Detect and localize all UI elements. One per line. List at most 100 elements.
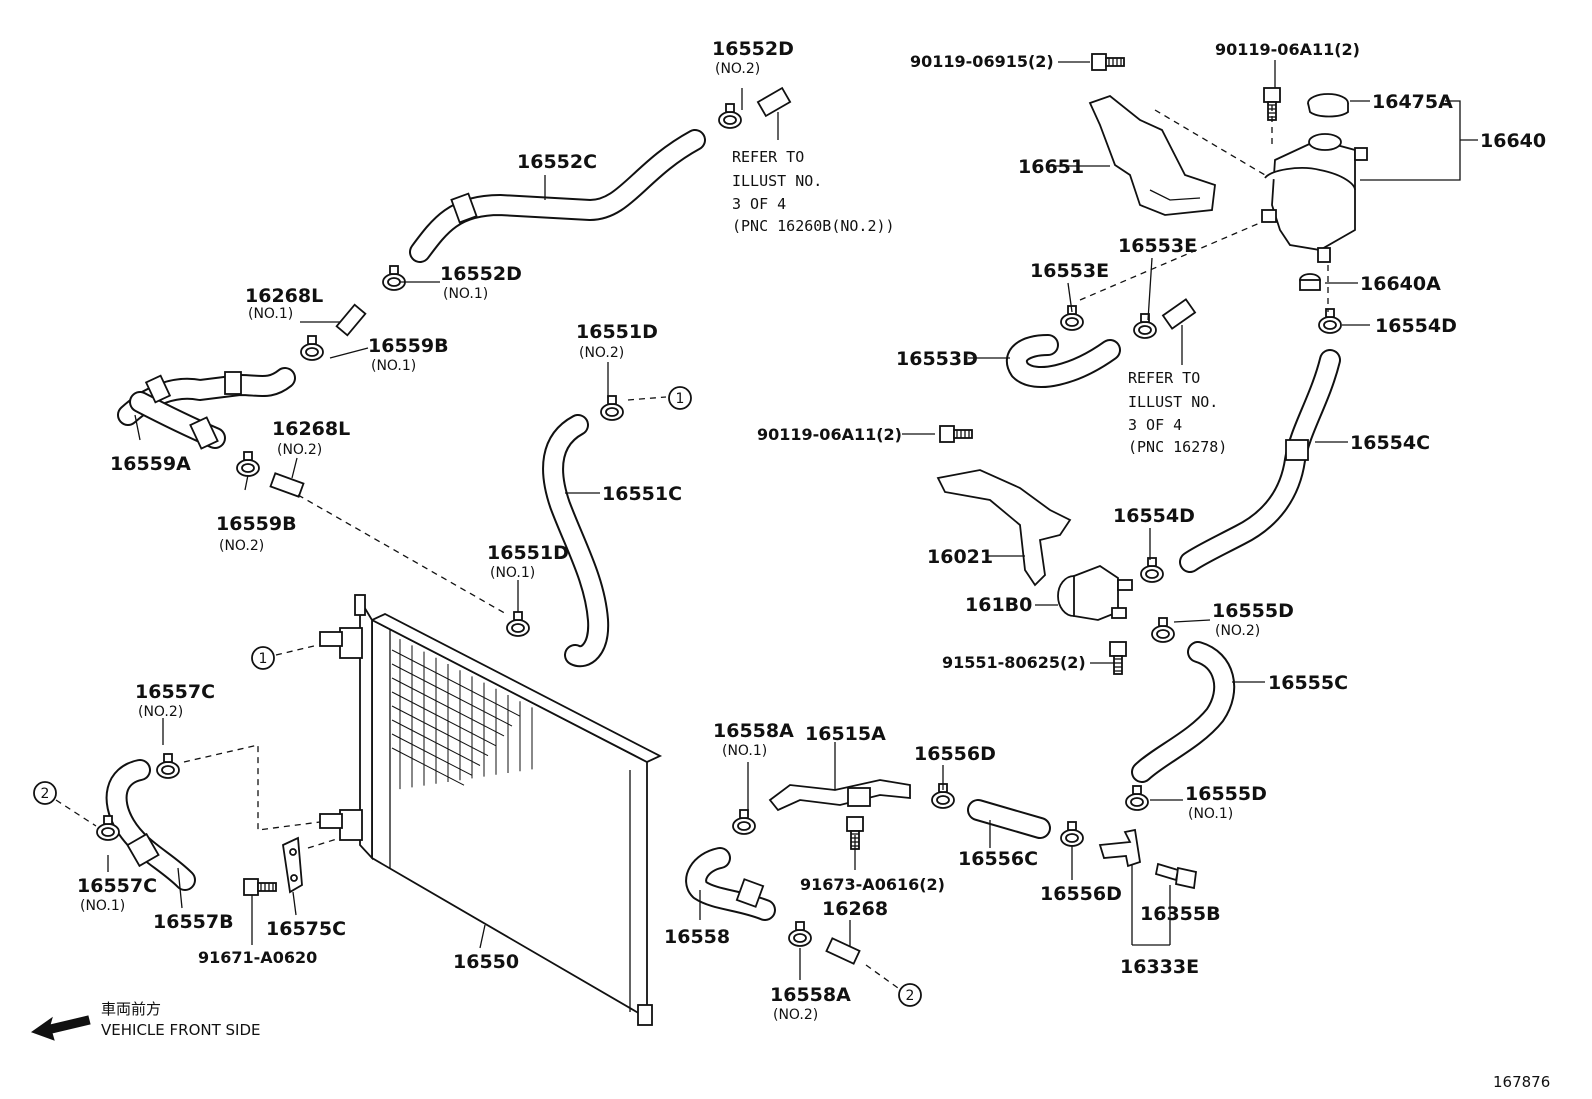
label-16556D-bottom: 16556D <box>1040 883 1122 905</box>
label-16552D-no2: 16552D <box>712 38 794 60</box>
label-16550: 16550 <box>453 951 519 973</box>
svg-text:3 OF 4: 3 OF 4 <box>732 195 786 213</box>
front-arrow-icon <box>30 1015 91 1041</box>
clamp-16558A-no1[interactable] <box>732 809 756 835</box>
sub-16268L-no1: (NO.1) <box>248 306 293 322</box>
clamp-16558A-no2[interactable] <box>788 921 812 947</box>
clamp-16554D-mid[interactable] <box>1140 557 1164 583</box>
reservoir-tank-16640[interactable] <box>1261 133 1368 263</box>
label-16575C: 16575C <box>266 918 346 940</box>
label-16554D-mid: 16554D <box>1113 505 1195 527</box>
grommet-16640A[interactable] <box>1299 273 1321 291</box>
sub-16552D-no1: (NO.1) <box>443 286 488 302</box>
connector-16268[interactable] <box>825 937 861 965</box>
hose-16551C[interactable] <box>542 414 610 668</box>
label-16554D-top: 16554D <box>1375 315 1457 337</box>
radiator-16550[interactable] <box>319 594 663 1026</box>
label-16556C: 16556C <box>958 848 1038 870</box>
label-16557B: 16557B <box>153 911 234 933</box>
bolt-90119-06A11-mid[interactable] <box>939 425 973 443</box>
bolt-90119-06915[interactable] <box>1091 53 1125 71</box>
clamp-16555D-no2[interactable] <box>1151 617 1175 643</box>
sub-16555D-no1: (NO.1) <box>1188 806 1233 822</box>
label-16555D-no2: 16555D <box>1212 600 1294 622</box>
connector-16268L-no1[interactable] <box>335 303 367 337</box>
hose-16554C[interactable] <box>1179 349 1341 573</box>
hose-16558[interactable] <box>685 847 776 921</box>
marker-1-radiator: 1 <box>251 646 275 670</box>
clamp-16552D-no1[interactable] <box>382 265 406 291</box>
clamp-16551D-no1[interactable] <box>506 611 530 637</box>
label-16552D-no1: 16552D <box>440 263 522 285</box>
clamp-16551D-no2[interactable] <box>600 395 624 421</box>
clamp-16553E-right[interactable] <box>1133 313 1157 339</box>
label-16553E-left: 16553E <box>1030 260 1109 282</box>
sub-16559B-no2: (NO.2) <box>219 538 264 554</box>
bracket-16651[interactable] <box>1088 94 1216 216</box>
svg-text:1: 1 <box>259 651 268 667</box>
label-16552C: 16552C <box>517 151 597 173</box>
pipe-stub-16552D-ref <box>756 86 792 118</box>
svg-text:ILLUST NO.: ILLUST NO. <box>1128 393 1218 411</box>
svg-text:1: 1 <box>676 391 685 407</box>
label-16640: 16640 <box>1480 130 1546 152</box>
clamp-16559B-no1[interactable] <box>300 335 324 361</box>
marker-2-left: 2 <box>33 781 57 805</box>
label-16555D-no1: 16555D <box>1185 783 1267 805</box>
bolt-91673-A0616[interactable] <box>846 816 864 850</box>
label-91671-A0620: 91671-A0620 <box>198 948 317 967</box>
clamp-16555D-no1[interactable] <box>1125 785 1149 811</box>
clamp-16553E-left[interactable] <box>1060 305 1084 331</box>
clamp-16559B-no2[interactable] <box>236 451 260 477</box>
tee-fitting-16333E[interactable] <box>1098 828 1142 868</box>
bracket-16575C[interactable] <box>282 836 303 894</box>
clamp-16557C-no1[interactable] <box>96 815 120 841</box>
label-16558A-no1: 16558A <box>713 720 794 742</box>
bracket-16021[interactable] <box>936 469 1072 587</box>
label-16556D-top: 16556D <box>914 743 996 765</box>
part-labels: 16552D (NO.2) 16552C 16552D (NO.1) 16268… <box>77 38 1546 1023</box>
bolt-91671-A0620[interactable] <box>243 878 277 896</box>
label-16557C-no1: 16557C <box>77 875 157 897</box>
reservoir-cap-16475A[interactable] <box>1307 93 1349 118</box>
label-16553D: 16553D <box>896 348 978 370</box>
sub-16268L-no2: (NO.2) <box>277 442 322 458</box>
sub-16551D-no2: (NO.2) <box>579 345 624 361</box>
bolt-90119-06A11-top[interactable] <box>1263 87 1281 121</box>
clamp-16552D-no2[interactable] <box>718 103 742 129</box>
hose-16556C[interactable] <box>967 799 1051 839</box>
clamp-16557C-no2[interactable] <box>156 753 180 779</box>
label-91551-80625: 91551-80625(2) <box>942 653 1086 672</box>
label-91673-A0616: 91673-A0616(2) <box>800 875 945 894</box>
hose-16553D[interactable] <box>1005 334 1121 388</box>
hose-16557B[interactable] <box>105 759 196 891</box>
sub-16555D-no2: (NO.2) <box>1215 623 1260 639</box>
svg-text:REFER TO: REFER TO <box>1128 369 1200 387</box>
electric-water-pump-161B0[interactable] <box>1057 564 1133 621</box>
connector-16268L-no2[interactable] <box>269 472 305 498</box>
hose-16555C[interactable] <box>1131 641 1236 783</box>
pipe-stub-16553E-ref <box>1161 298 1197 330</box>
svg-text:2: 2 <box>41 786 50 802</box>
label-16559A: 16559A <box>110 453 191 475</box>
clamp-16556D-bottom[interactable] <box>1060 821 1084 847</box>
svg-text:(PNC 16278): (PNC 16278) <box>1128 438 1227 456</box>
bolt-91551-80625[interactable] <box>1109 641 1127 675</box>
hose-16552C[interactable] <box>409 129 706 263</box>
label-16551D-no1: 16551D <box>487 542 569 564</box>
label-16559B-no2: 16559B <box>216 513 297 535</box>
label-16651: 16651 <box>1018 156 1084 178</box>
dashed-connections <box>55 105 1329 989</box>
label-16553E-right: 16553E <box>1118 235 1197 257</box>
drain-cock-16355B[interactable] <box>1154 862 1197 890</box>
label-16555C: 16555C <box>1268 672 1348 694</box>
pipe-16515A[interactable] <box>768 779 911 812</box>
label-16559B-no1: 16559B <box>368 335 449 357</box>
sub-16552D-no2: (NO.2) <box>715 61 760 77</box>
hose-16559A[interactable] <box>117 367 296 450</box>
front-label-jp: 車両前方 <box>101 1000 161 1018</box>
label-16021: 16021 <box>927 546 993 568</box>
sub-16559B-no1: (NO.1) <box>371 358 416 374</box>
label-16475A: 16475A <box>1372 91 1453 113</box>
clamp-16554D-top[interactable] <box>1318 308 1342 334</box>
